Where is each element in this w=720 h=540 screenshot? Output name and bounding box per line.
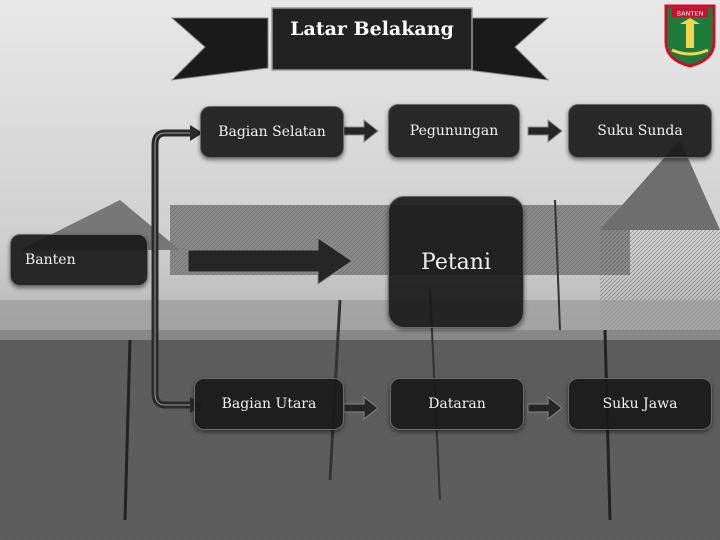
diagram-title: Latar Belakang: [290, 18, 454, 40]
node-petani: Petani: [388, 196, 524, 328]
arrow-dataran-jawa: [527, 395, 563, 421]
node-label: Bagian Selatan: [218, 124, 326, 140]
arrow-pegunungan-sunda: [527, 118, 563, 144]
arrow-banten-petani: [187, 237, 353, 285]
node-dataran: Dataran: [390, 378, 524, 430]
node-label: Pegunungan: [409, 123, 499, 139]
arrow-selatan-pegunungan: [343, 118, 379, 144]
node-pegunungan: Pegunungan: [388, 104, 520, 158]
svg-text:BANTEN: BANTEN: [677, 10, 704, 18]
node-suku-jawa: Suku Jawa: [568, 378, 712, 430]
banten-emblem-logo: BANTEN: [664, 4, 716, 68]
node-bagian-selatan: Bagian Selatan: [200, 106, 344, 158]
node-label: Banten: [25, 252, 76, 268]
node-label: Bagian Utara: [221, 396, 317, 412]
arrow-utara-dataran: [343, 395, 379, 421]
node-banten: Banten: [10, 234, 148, 286]
node-label: Suku Jawa: [602, 396, 678, 412]
node-label: Dataran: [428, 396, 486, 412]
node-bagian-utara: Bagian Utara: [194, 378, 344, 430]
node-label: Petani: [421, 249, 491, 275]
node-suku-sunda: Suku Sunda: [568, 104, 712, 158]
node-label: Suku Sunda: [597, 123, 683, 139]
title-banner: [170, 7, 550, 81]
